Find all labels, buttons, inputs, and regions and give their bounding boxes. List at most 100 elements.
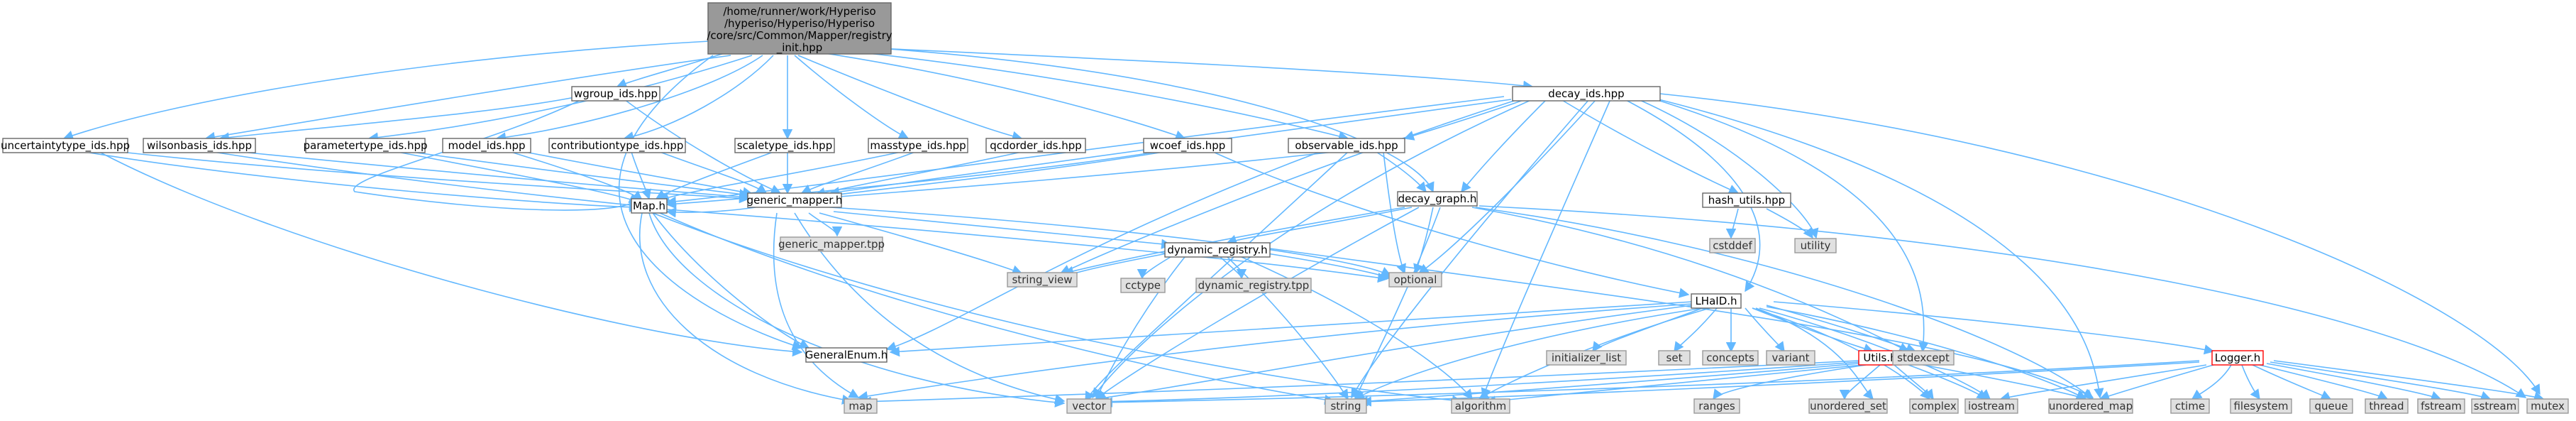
node-lhaid-h[interactable]: LHaID.h <box>1691 293 1742 309</box>
label-thread: thread <box>2369 400 2404 412</box>
edge-hash-cstddef <box>1725 208 1739 239</box>
node-dynamic-registry-tpp[interactable]: dynamic_registry.tpp <box>1195 278 1312 293</box>
edge-logger-sstream <box>2270 361 2492 401</box>
edge-decay-utility <box>1631 96 1819 239</box>
node-ctime[interactable]: ctime <box>2170 398 2210 414</box>
node-set[interactable]: set <box>1658 350 1691 366</box>
edge-decay-lhaid <box>1624 99 1761 292</box>
node-sstream[interactable]: sstream <box>2471 398 2519 414</box>
label-queue: queue <box>2315 400 2348 412</box>
label-hash-utils: hash_utils.hpp <box>1708 194 1785 207</box>
node-cstddef[interactable]: cstddef <box>1709 238 1756 253</box>
node-wilsonbasis-ids[interactable]: wilsonbasis_ids.hpp <box>143 138 256 153</box>
node-observable-ids[interactable]: observable_ids.hpp <box>1288 138 1405 153</box>
edge-generic-map-std <box>773 212 860 398</box>
edge-lhaid-map <box>857 303 1693 402</box>
node-generalenum-h[interactable]: GeneralEnum.h <box>805 347 888 363</box>
label-observable-ids: observable_ids.hpp <box>1295 139 1398 153</box>
label-filesystem: filesystem <box>2233 400 2288 412</box>
root-line-3: /core/src/Common/Mapper/registry <box>707 29 892 42</box>
node-wcoef-ids[interactable]: wcoef_ids.hpp <box>1143 138 1232 153</box>
edge-generic-string_view <box>819 212 1023 275</box>
node-unordered-map[interactable]: unordered_map <box>2048 398 2133 414</box>
node-thread[interactable]: thread <box>2365 398 2409 414</box>
edge-contrib-generic <box>659 151 768 194</box>
edge-utils-unordered_map <box>1915 363 2087 401</box>
edge-uncertainty-generic <box>120 151 750 204</box>
label-generic-mapper-tpp: generic_mapper.tpp <box>778 238 885 251</box>
node-optional[interactable]: optional <box>1388 272 1442 288</box>
node-registry-init[interactable]: /home/runner/work/Hyperiso /hyperiso/Hyp… <box>707 2 892 55</box>
node-scaletype-ids[interactable]: scaletype_ids.hpp <box>734 138 835 153</box>
node-initializer-list[interactable]: initializer_list <box>1546 350 1627 366</box>
edge-logger-thread <box>2259 364 2389 400</box>
edge-decay-decaygraph <box>1461 99 1547 193</box>
edge-lhaid-set <box>1674 307 1718 353</box>
node-hash-utils[interactable]: hash_utils.hpp <box>1702 192 1791 208</box>
edge-lhaid-vector <box>1095 305 1693 403</box>
edge-lhaid-unordered_set <box>1755 307 1874 400</box>
edge-logger-fstream <box>2266 363 2442 401</box>
edge-root-wilson <box>204 55 731 142</box>
label-wgroup-ids: wgroup_ids.hpp <box>574 87 658 101</box>
label-uncertaintytype-ids: uncertaintytype_ids.hpp <box>1 139 130 153</box>
node-generic-mapper-tpp[interactable]: generic_mapper.tpp <box>778 236 885 252</box>
node-decay-ids[interactable]: decay_ids.hpp <box>1512 86 1661 102</box>
label-wcoef-ids: wcoef_ids.hpp <box>1150 139 1226 153</box>
node-filesystem[interactable]: filesystem <box>2230 398 2292 414</box>
label-cctype: cctype <box>1125 279 1161 292</box>
node-cctype[interactable]: cctype <box>1120 278 1166 293</box>
node-concepts[interactable]: concepts <box>1702 350 1759 366</box>
edge-root-wgroup <box>616 50 731 88</box>
edge-utils-vector <box>1098 361 1859 407</box>
edge-observable-vector <box>1085 151 1349 403</box>
edge-dynreg-vector <box>1095 256 1185 400</box>
node-complex[interactable]: complex <box>1909 398 1959 414</box>
label-parametertype-ids: parametertype_ids.hpp <box>303 139 427 153</box>
node-string[interactable]: string <box>1325 398 1367 414</box>
edge-decaygraph-mutex <box>1478 205 2527 398</box>
edge-lhaid-initlist <box>1592 307 1703 353</box>
node-parametertype-ids[interactable]: parametertype_ids.hpp <box>303 138 428 153</box>
edge-root-decaygraph <box>808 43 1435 193</box>
edge-uncertainty-map <box>84 151 640 212</box>
node-iostream[interactable]: iostream <box>1964 398 2018 414</box>
label-string: string <box>1330 400 1361 412</box>
node-logger-h[interactable]: Logger.h <box>2211 350 2264 366</box>
edge-root-uncertainty <box>62 40 710 141</box>
label-decay-graph: decay_graph.h <box>1398 192 1477 206</box>
node-decay-graph-h[interactable]: decay_graph.h <box>1397 191 1478 207</box>
node-string-view[interactable]: string_view <box>1007 272 1078 288</box>
node-fstream[interactable]: fstream <box>2417 398 2465 414</box>
label-unordered-map: unordered_map <box>2049 400 2133 413</box>
node-uncertaintytype-ids[interactable]: uncertaintytype_ids.hpp <box>1 138 130 153</box>
node-map[interactable]: map <box>844 398 878 414</box>
node-utility[interactable]: utility <box>1794 238 1837 253</box>
label-iostream: iostream <box>1968 400 2015 412</box>
node-algorithm[interactable]: algorithm <box>1451 398 1510 414</box>
label-initializer-list: initializer_list <box>1552 351 1621 365</box>
node-masstype-ids[interactable]: masstype_ids.hpp <box>868 138 968 153</box>
node-vector[interactable]: vector <box>1066 398 1112 414</box>
node-mutex[interactable]: mutex <box>2526 398 2569 414</box>
node-stdexcept[interactable]: stdexcept <box>1892 350 1955 366</box>
edge-decaygraph-vector <box>1095 207 1420 400</box>
node-generic-mapper-h[interactable]: generic_mapper.h <box>747 192 843 208</box>
edge-wcoef-lhaid <box>1212 151 1690 298</box>
node-qcdorder-ids[interactable]: qcdorder_ids.hpp <box>985 138 1086 153</box>
node-ranges[interactable]: ranges <box>1693 398 1740 414</box>
node-dynamic-registry-h[interactable]: dynamic_registry.h <box>1164 242 1271 258</box>
node-map-h[interactable]: Map.h <box>631 198 668 214</box>
node-unordered-set[interactable]: unordered_set <box>1808 398 1888 414</box>
node-model-ids[interactable]: model_ids.hpp <box>442 138 531 153</box>
node-contributiontype-ids[interactable]: contributiontype_ids.hpp <box>548 138 686 153</box>
edge-param-generic <box>411 151 750 199</box>
node-variant[interactable]: variant <box>1766 350 1815 366</box>
node-queue[interactable]: queue <box>2309 398 2353 414</box>
edge-root-wcoef <box>801 49 1186 141</box>
label-algorithm: algorithm <box>1455 400 1506 412</box>
edge-logger-unordered_map <box>2099 364 2214 401</box>
label-model-ids: model_ids.hpp <box>448 139 525 153</box>
label-logger: Logger.h <box>2215 351 2261 364</box>
node-wgroup-ids[interactable]: wgroup_ids.hpp <box>571 86 660 102</box>
